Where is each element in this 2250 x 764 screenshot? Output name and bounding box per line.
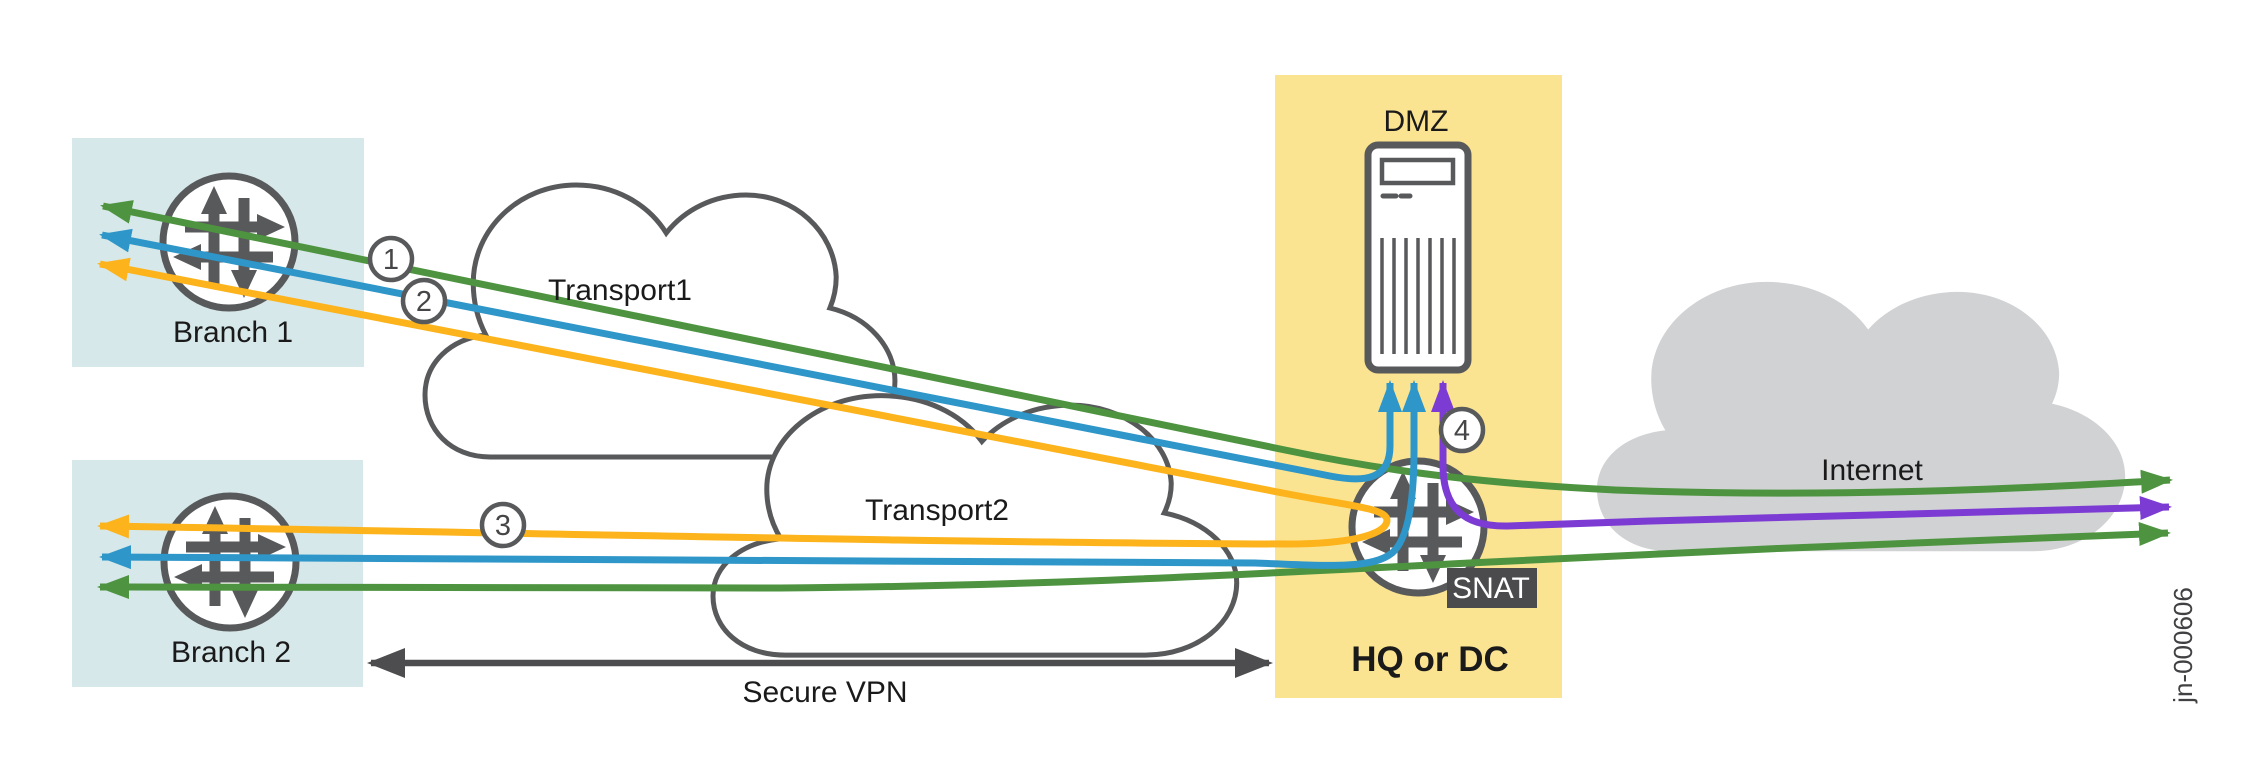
transport2-label: Transport2 [865, 494, 1009, 527]
branch2-label: Branch 2 [171, 636, 291, 669]
branch1-label: Branch 1 [173, 316, 293, 349]
snat-label: SNAT [1452, 572, 1530, 605]
branch2-router-icon [164, 496, 296, 628]
secure-vpn-label: Secure VPN [742, 676, 907, 709]
dmz-server-icon [1364, 141, 1472, 374]
hq-label: HQ or DC [1351, 640, 1509, 679]
badge-1: 1 [367, 235, 415, 283]
badge-3-number: 3 [495, 510, 511, 542]
purple-flow-dmz-internet [1431, 380, 2172, 530]
green-flow-branch2-internet [97, 521, 2171, 600]
badge-1-number: 1 [383, 244, 399, 276]
badge-4: 4 [1438, 406, 1486, 454]
figure-id: jn-000606 [2168, 587, 2198, 704]
badge-4-number: 4 [1454, 415, 1470, 447]
blue-flow-branch2-dmz [99, 380, 1426, 570]
badge-2: 2 [400, 277, 448, 325]
dmz-label: DMZ [1384, 105, 1449, 138]
snat-badge: SNAT [1447, 568, 1537, 608]
badge-2-number: 2 [416, 286, 432, 318]
badge-3: 3 [479, 501, 527, 549]
transport1-label: Transport1 [548, 274, 692, 307]
internet-label: Internet [1821, 454, 1923, 487]
